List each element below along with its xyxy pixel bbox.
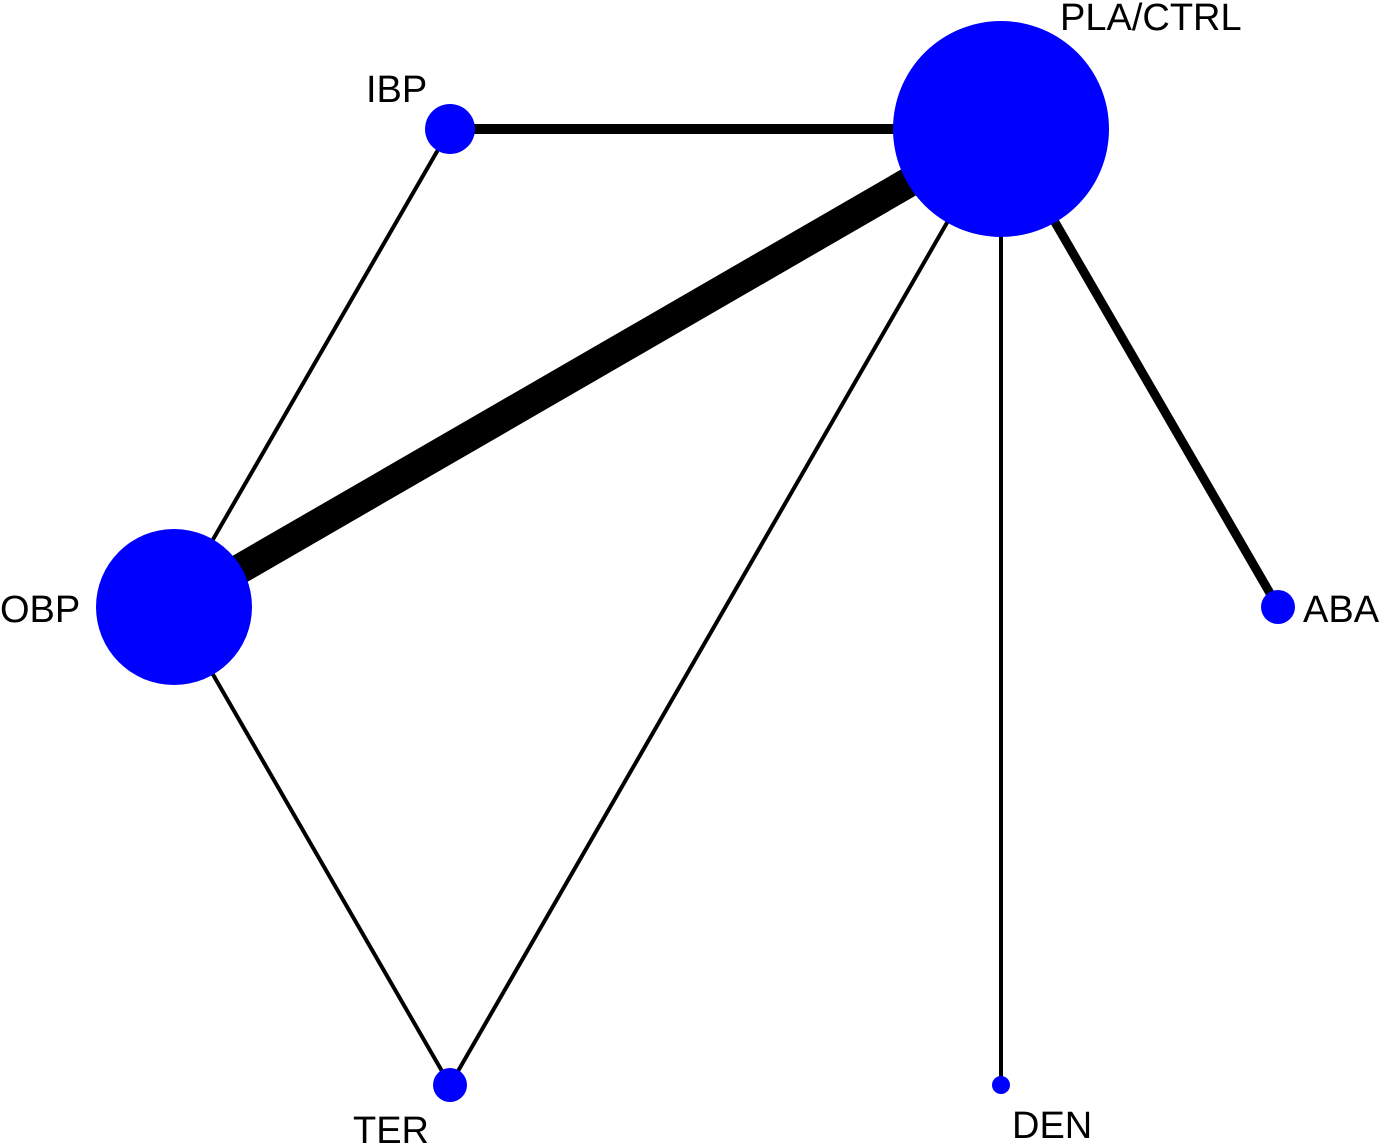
node-ter [433, 1068, 467, 1102]
node-pla [893, 21, 1109, 237]
label-den: DEN [1012, 1105, 1092, 1147]
edge-obp-pla [166, 116, 1009, 620]
node-den [992, 1076, 1010, 1094]
node-ibp [425, 104, 475, 154]
edges-layer [166, 116, 1282, 1087]
edge-obp-ter [172, 605, 452, 1087]
edge-ibp-obp [172, 127, 452, 609]
label-pla: PLA/CTRL [1060, 0, 1242, 39]
label-ter: TER [353, 1110, 429, 1147]
label-ibp: IBP [366, 69, 427, 111]
nodes-layer [96, 21, 1295, 1102]
label-aba: ABA [1303, 589, 1380, 631]
label-obp: OBP [0, 589, 80, 631]
node-aba [1261, 590, 1295, 624]
node-obp [96, 529, 252, 685]
edge-ter-pla [448, 128, 1003, 1086]
